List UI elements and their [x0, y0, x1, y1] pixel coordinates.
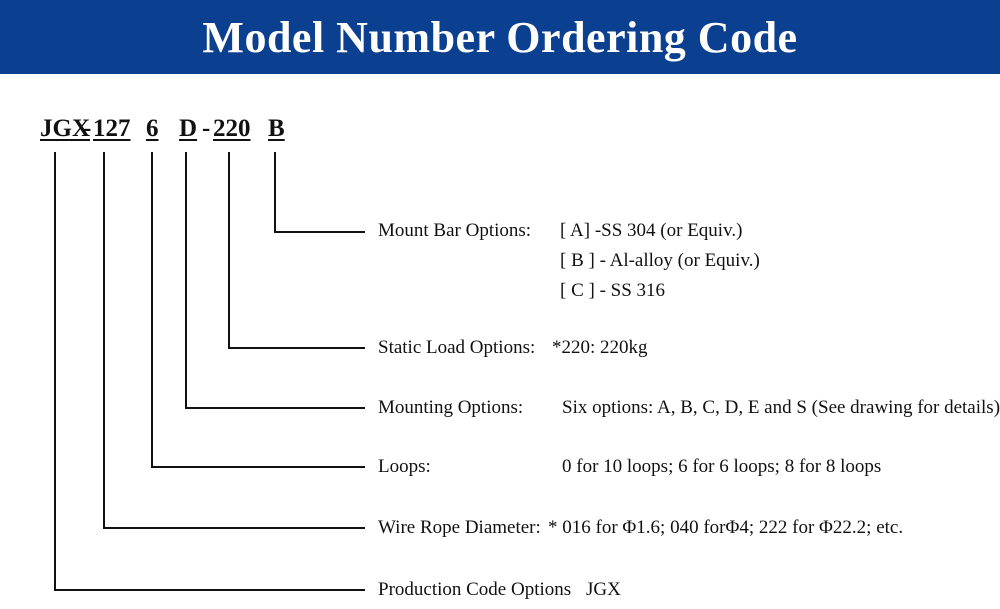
mount-bar-label: Mount Bar Options: — [378, 220, 532, 241]
page-title: Model Number Ordering Code — [202, 12, 798, 62]
loops-label: Loops: — [378, 456, 431, 477]
title-banner: Model Number Ordering Code — [0, 0, 1000, 74]
connector-mounting — [185, 152, 365, 409]
code-production-segment: JGX — [40, 115, 90, 142]
production-value: JGX — [586, 579, 621, 600]
mounting-label: Mounting Options: — [378, 397, 524, 418]
mounting-value: Six options: A, B, C, D, E and S (See dr… — [562, 397, 1000, 418]
code-wire-rope-segment: 127 — [93, 115, 131, 142]
mount-bar-option-b: [ B ] - Al-alloy (or Equiv.) — [560, 250, 760, 271]
wire-rope-label: Wire Rope Diameter: — [378, 517, 541, 538]
wire-rope-value: * 016 for Φ1.6; 040 forΦ4; 222 for Φ22.2… — [548, 517, 904, 538]
loops-value: 0 for 10 loops; 6 for 6 loops; 8 for 8 l… — [562, 456, 882, 477]
mount-bar-option-c: [ C ] - SS 316 — [560, 280, 666, 301]
connector-static-load — [228, 152, 365, 349]
connector-wire-rope — [103, 152, 365, 529]
connector-mount-bar — [274, 152, 365, 233]
code-loops-segment: 6 — [146, 115, 159, 142]
code-mounting-segment: D — [179, 115, 198, 142]
static-load-value: *220: 220kg — [552, 337, 648, 358]
connector-loops — [151, 152, 365, 468]
production-label: Production Code Options — [378, 579, 572, 600]
code-dash: - — [83, 115, 92, 142]
connector-production — [54, 152, 365, 591]
code-mount-bar-segment: B — [268, 115, 285, 142]
code-dash: - — [202, 115, 211, 142]
code-static-load-segment: 220 — [213, 115, 251, 142]
static-load-label: Static Load Options: — [378, 337, 536, 358]
mount-bar-option-a: [ A] -SS 304 (or Equiv.) — [560, 220, 743, 241]
